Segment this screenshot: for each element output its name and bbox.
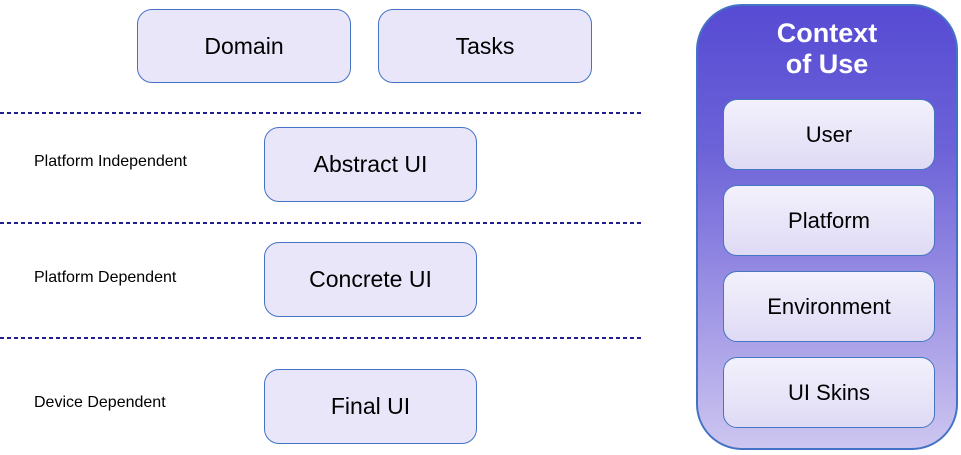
concrete-ui-box: Concrete UI bbox=[264, 242, 477, 317]
context-item-ui-skins: UI Skins bbox=[723, 357, 935, 428]
layer-label-device-dependent: Device Dependent bbox=[34, 394, 166, 411]
context-item-environment: Environment bbox=[723, 271, 935, 342]
final-ui-box: Final UI bbox=[264, 369, 477, 444]
context-of-use-title-line1: Context bbox=[776, 18, 878, 48]
context-item-user: User bbox=[723, 99, 935, 170]
context-of-use-title: Context of Use bbox=[698, 18, 956, 80]
layer-separator bbox=[0, 112, 643, 114]
layer-label-platform-independent: Platform Independent bbox=[34, 153, 187, 170]
context-item-platform: Platform bbox=[723, 185, 935, 256]
abstract-ui-box: Abstract UI bbox=[264, 127, 477, 202]
context-of-use-panel: Context of Use User Platform Environment… bbox=[696, 4, 958, 450]
context-of-use-title-line2: of Use bbox=[785, 49, 869, 79]
layer-label-platform-dependent: Platform Dependent bbox=[34, 269, 177, 286]
layer-separator bbox=[0, 337, 643, 339]
domain-box: Domain bbox=[137, 9, 351, 83]
layer-separator bbox=[0, 222, 643, 224]
tasks-box: Tasks bbox=[378, 9, 592, 83]
